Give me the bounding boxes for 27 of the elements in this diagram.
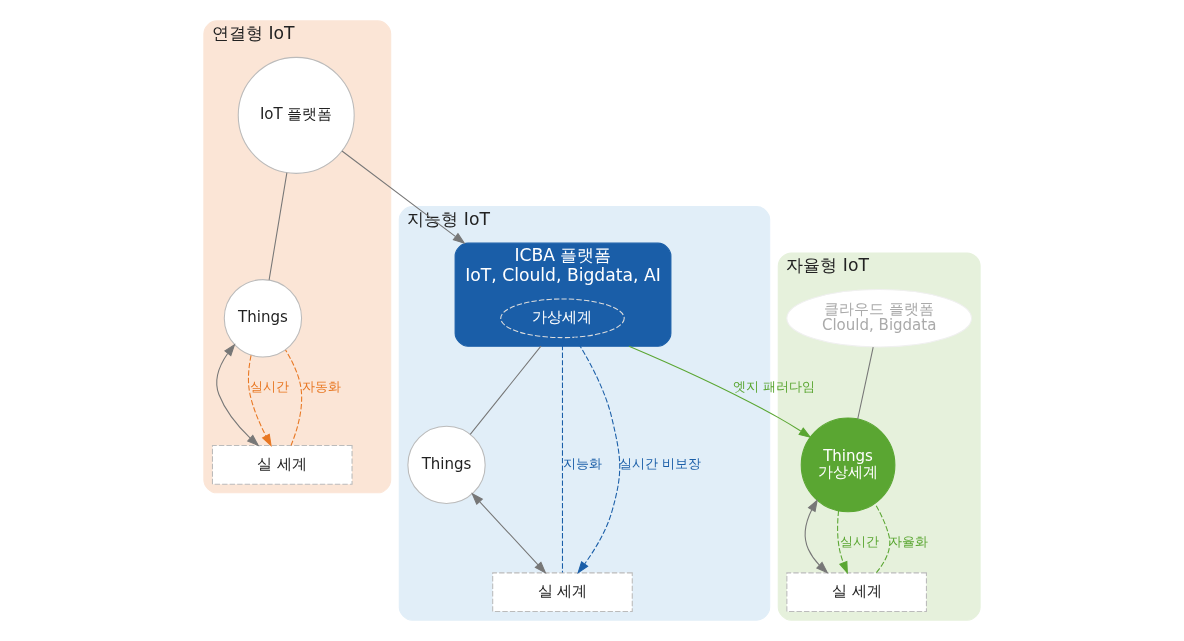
edge-label: 실시간	[250, 378, 290, 394]
edge-label: 실시간 비보장	[619, 456, 702, 472]
arrow	[628, 345, 812, 439]
connector	[268, 172, 288, 281]
arrow	[341, 150, 466, 245]
arrow	[471, 492, 547, 574]
connector	[874, 503, 891, 574]
edge-label: 엣지 패러다임	[732, 378, 816, 394]
node-box: 실 세계	[786, 572, 927, 613]
arrow	[247, 354, 272, 447]
connector	[469, 345, 542, 435]
node-ellipse: 가상세계	[500, 298, 625, 339]
node-box: 실 세계	[492, 572, 633, 613]
edge-label: 자동화	[301, 378, 341, 394]
connector	[857, 346, 874, 420]
node-box: 실 세계	[211, 445, 353, 485]
arrow	[216, 343, 260, 447]
connector	[285, 349, 303, 446]
arrow	[804, 498, 829, 574]
node-ellipse: 클라우드 플랫폼 Clould, Bigdata	[786, 289, 973, 348]
arrow	[837, 510, 848, 575]
connector	[561, 337, 563, 574]
edge-label: 지능화	[562, 456, 602, 472]
node-circle: IoT 플랫폼	[237, 56, 355, 174]
edge-label: 자율화	[889, 533, 929, 549]
arrow	[574, 336, 621, 574]
edge-label: 실시간	[839, 533, 879, 549]
